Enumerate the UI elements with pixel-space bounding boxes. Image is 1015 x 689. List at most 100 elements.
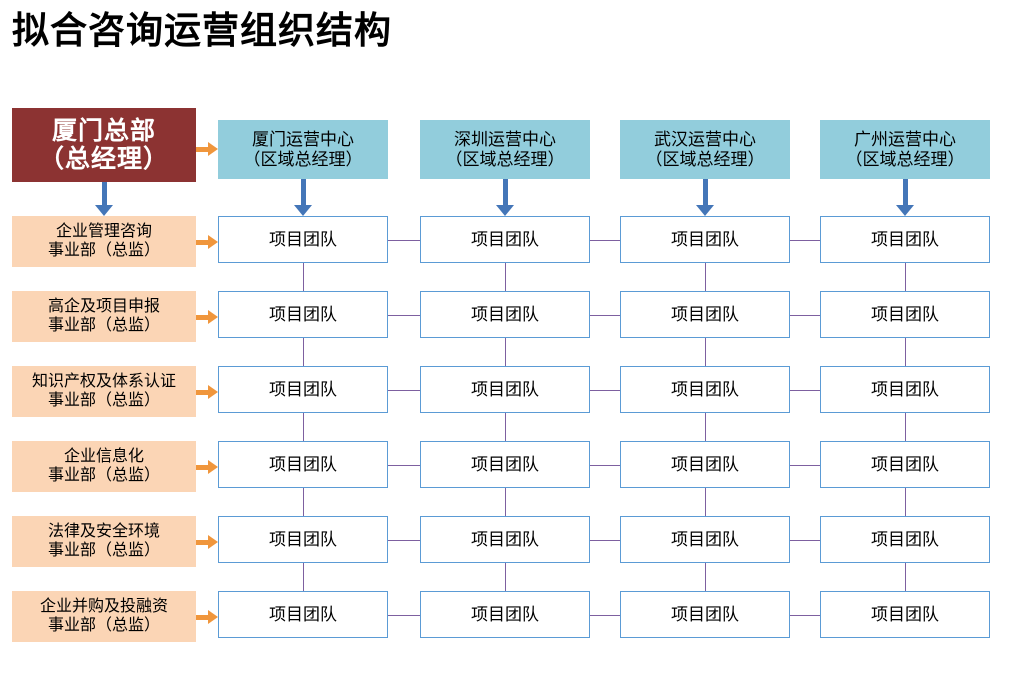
project-team-r6-c4-line1: 项目团队 bbox=[871, 604, 939, 624]
link-h-r3-c2-c3 bbox=[590, 389, 620, 391]
link-v-c1-r5-r6 bbox=[303, 563, 304, 591]
department-4-line2: 事业部（总监） bbox=[47, 466, 160, 484]
project-team-r3-c1[interactable]: 项目团队 bbox=[218, 366, 388, 413]
department-5-line1: 法律及安全环境 bbox=[47, 523, 160, 541]
link-h-r6-c1-c2 bbox=[388, 614, 420, 616]
project-team-r6-c3-line1: 项目团队 bbox=[671, 604, 739, 624]
link-h-r1-c2-c3 bbox=[590, 239, 620, 241]
department-1-line2: 事业部（总监） bbox=[47, 241, 160, 259]
arrow-department5-to-team-stem bbox=[196, 539, 208, 545]
project-team-r5-c3-line1: 项目团队 bbox=[671, 529, 739, 549]
operation-center-2[interactable]: 深圳运营中心（区域总经理） bbox=[420, 120, 590, 179]
project-team-r5-c1[interactable]: 项目团队 bbox=[218, 516, 388, 563]
operation-center-2-line1: 深圳运营中心 bbox=[454, 130, 556, 150]
department-2[interactable]: 高企及项目申报事业部（总监） bbox=[12, 291, 196, 342]
project-team-r5-c4-line1: 项目团队 bbox=[871, 529, 939, 549]
link-h-r5-c1-c2 bbox=[388, 539, 420, 541]
operation-center-3[interactable]: 武汉运营中心（区域总经理） bbox=[620, 120, 790, 179]
project-team-r1-c4[interactable]: 项目团队 bbox=[820, 216, 990, 263]
department-4[interactable]: 企业信息化事业部（总监） bbox=[12, 441, 196, 492]
project-team-r4-c4[interactable]: 项目团队 bbox=[820, 441, 990, 488]
project-team-r3-c3[interactable]: 项目团队 bbox=[620, 366, 790, 413]
link-v-c3-r4-r5 bbox=[705, 488, 706, 516]
project-team-r3-c2[interactable]: 项目团队 bbox=[420, 366, 590, 413]
project-team-r5-c2[interactable]: 项目团队 bbox=[420, 516, 590, 563]
department-5[interactable]: 法律及安全环境事业部（总监） bbox=[12, 516, 196, 567]
operation-center-3-line2: （区域总经理） bbox=[645, 149, 765, 169]
department-6-line2: 事业部（总监） bbox=[47, 616, 160, 634]
arrow-department6-to-team-stem bbox=[196, 614, 208, 620]
project-team-r1-c1[interactable]: 项目团队 bbox=[218, 216, 388, 263]
link-h-r3-c3-c4 bbox=[790, 389, 820, 391]
link-v-c4-r5-r6 bbox=[905, 563, 906, 591]
project-team-r2-c2[interactable]: 项目团队 bbox=[420, 291, 590, 338]
link-v-c3-r3-r4 bbox=[705, 413, 706, 441]
project-team-r2-c4[interactable]: 项目团队 bbox=[820, 291, 990, 338]
project-team-r4-c3[interactable]: 项目团队 bbox=[620, 441, 790, 488]
project-team-r1-c3-line1: 项目团队 bbox=[671, 229, 739, 249]
arrow-hq-to-center1-stem bbox=[196, 147, 208, 152]
project-team-r5-c3[interactable]: 项目团队 bbox=[620, 516, 790, 563]
arrow-department6-to-team-head bbox=[208, 609, 218, 624]
project-team-r4-c1[interactable]: 项目团队 bbox=[218, 441, 388, 488]
project-team-r2-c1-line1: 项目团队 bbox=[269, 304, 337, 324]
arrow-center2-to-team-head bbox=[496, 205, 514, 216]
link-h-r2-c3-c4 bbox=[790, 314, 820, 316]
link-h-r2-c1-c2 bbox=[388, 314, 420, 316]
project-team-r3-c1-line1: 项目团队 bbox=[269, 379, 337, 399]
arrow-department5-to-team-head bbox=[208, 534, 218, 549]
department-2-line1: 高企及项目申报 bbox=[47, 298, 160, 316]
department-2-line2: 事业部（总监） bbox=[47, 316, 160, 334]
link-h-r5-c3-c4 bbox=[790, 539, 820, 541]
department-6-line1: 企业并购及投融资 bbox=[39, 598, 168, 616]
link-h-r3-c1-c2 bbox=[388, 389, 420, 391]
department-1[interactable]: 企业管理咨询事业部（总监） bbox=[12, 216, 196, 267]
project-team-r4-c4-line1: 项目团队 bbox=[871, 454, 939, 474]
project-team-r6-c4[interactable]: 项目团队 bbox=[820, 591, 990, 638]
project-team-r2-c4-line1: 项目团队 bbox=[871, 304, 939, 324]
project-team-r4-c2[interactable]: 项目团队 bbox=[420, 441, 590, 488]
project-team-r5-c2-line1: 项目团队 bbox=[471, 529, 539, 549]
link-v-c1-r1-r2 bbox=[303, 263, 304, 291]
project-team-r6-c1-line1: 项目团队 bbox=[269, 604, 337, 624]
operation-center-4[interactable]: 广州运营中心（区域总经理） bbox=[820, 120, 990, 179]
operation-center-4-line1: 广州运营中心 bbox=[854, 130, 956, 150]
department-6[interactable]: 企业并购及投融资事业部（总监） bbox=[12, 591, 196, 642]
link-h-r6-c2-c3 bbox=[590, 614, 620, 616]
link-h-r4-c1-c2 bbox=[388, 464, 420, 466]
arrow-center3-to-team-head bbox=[696, 205, 714, 216]
operation-center-1[interactable]: 厦门运营中心（区域总经理） bbox=[218, 120, 388, 179]
link-v-c4-r3-r4 bbox=[905, 413, 906, 441]
project-team-r1-c2-line1: 项目团队 bbox=[471, 229, 539, 249]
project-team-r3-c3-line1: 项目团队 bbox=[671, 379, 739, 399]
project-team-r6-c2-line1: 项目团队 bbox=[471, 604, 539, 624]
project-team-r6-c3[interactable]: 项目团队 bbox=[620, 591, 790, 638]
project-team-r1-c2[interactable]: 项目团队 bbox=[420, 216, 590, 263]
project-team-r6-c1[interactable]: 项目团队 bbox=[218, 591, 388, 638]
link-h-r4-c3-c4 bbox=[790, 464, 820, 466]
project-team-r4-c2-line1: 项目团队 bbox=[471, 454, 539, 474]
project-team-r1-c4-line1: 项目团队 bbox=[871, 229, 939, 249]
department-4-line1: 企业信息化 bbox=[63, 448, 144, 466]
department-3-line1: 知识产权及体系认证 bbox=[31, 373, 176, 391]
arrow-department4-to-team-head bbox=[208, 459, 218, 474]
link-h-r1-c1-c2 bbox=[388, 239, 420, 241]
link-v-c2-r4-r5 bbox=[505, 488, 506, 516]
project-team-r2-c1[interactable]: 项目团队 bbox=[218, 291, 388, 338]
link-v-c2-r1-r2 bbox=[505, 263, 506, 291]
project-team-r5-c4[interactable]: 项目团队 bbox=[820, 516, 990, 563]
project-team-r1-c3[interactable]: 项目团队 bbox=[620, 216, 790, 263]
link-h-r2-c2-c3 bbox=[590, 314, 620, 316]
department-1-line1: 企业管理咨询 bbox=[55, 223, 152, 241]
arrow-center4-to-team-head bbox=[896, 205, 914, 216]
arrow-department4-to-team-stem bbox=[196, 464, 208, 470]
project-team-r3-c4[interactable]: 项目团队 bbox=[820, 366, 990, 413]
department-3[interactable]: 知识产权及体系认证事业部（总监） bbox=[12, 366, 196, 417]
project-team-r6-c2[interactable]: 项目团队 bbox=[420, 591, 590, 638]
project-team-r2-c3[interactable]: 项目团队 bbox=[620, 291, 790, 338]
link-h-r1-c3-c4 bbox=[790, 239, 820, 241]
operation-center-1-line1: 厦门运营中心 bbox=[252, 130, 354, 150]
project-team-r2-c3-line1: 项目团队 bbox=[671, 304, 739, 324]
headquarters-box[interactable]: 厦门总部 （总经理） bbox=[12, 108, 196, 182]
